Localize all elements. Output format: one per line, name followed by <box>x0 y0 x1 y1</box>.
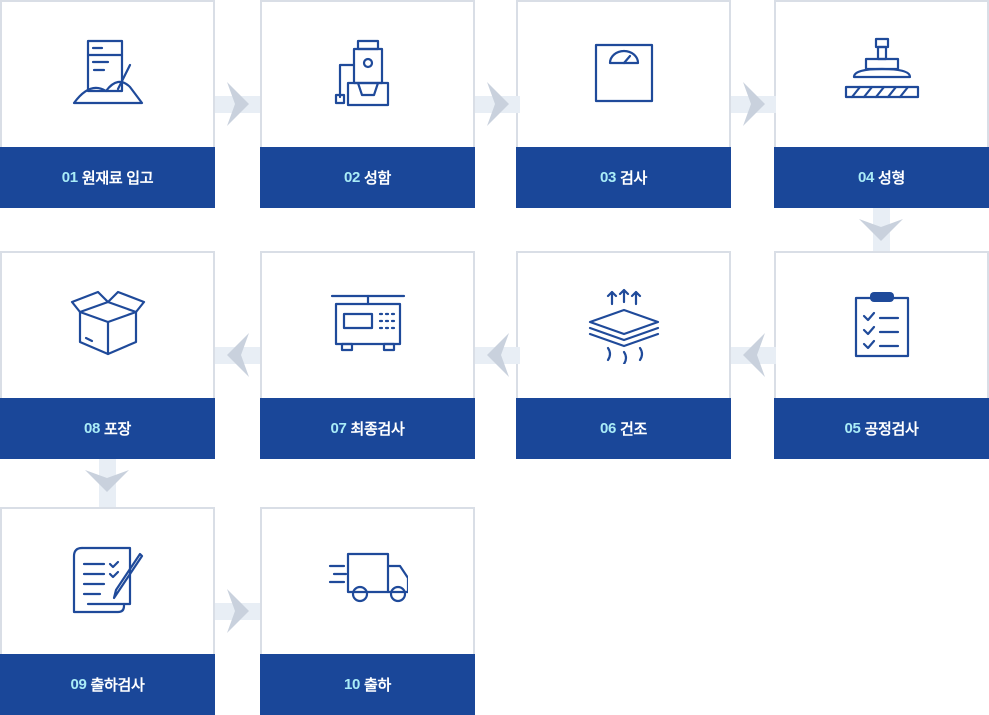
step-number: 09 <box>70 676 87 693</box>
step-title: 성형 <box>878 170 906 187</box>
delivery-truck-icon <box>262 509 473 654</box>
step-number: 05 <box>844 420 861 437</box>
raw-material-icon <box>2 2 213 147</box>
step-number: 07 <box>330 420 347 437</box>
arrow-right-icon <box>227 589 249 633</box>
press-icon <box>776 2 987 147</box>
step-number: 04 <box>857 169 875 186</box>
step-number: 03 <box>599 169 617 186</box>
arrow-right-icon <box>487 82 509 126</box>
step-number: 08 <box>83 420 101 437</box>
document-pen-icon <box>2 509 213 654</box>
weighing-scale-icon <box>262 253 473 398</box>
step-title: 검사 <box>620 170 648 187</box>
step-number: 02 <box>343 169 361 186</box>
mixer-machine-icon <box>262 2 473 147</box>
scale-gauge-icon <box>518 2 729 147</box>
step-title: 출하 <box>364 677 392 694</box>
step-number: 01 <box>61 169 78 186</box>
step-title: 포장 <box>104 421 132 438</box>
arrow-down-icon <box>85 470 129 492</box>
step-title: 건조 <box>620 421 648 438</box>
step-title: 원재료 입고 <box>81 170 154 187</box>
step-title: 공정검사 <box>864 421 919 438</box>
step-title: 최종검사 <box>350 421 405 438</box>
drying-layers-icon <box>518 253 729 398</box>
step-number: 10 <box>343 676 361 693</box>
arrow-left-icon <box>743 333 765 377</box>
arrow-left-icon <box>227 333 249 377</box>
open-box-icon <box>2 253 213 398</box>
arrow-right-icon <box>227 82 249 126</box>
step-title: 성함 <box>364 170 392 187</box>
step-title: 출하검사 <box>90 677 145 694</box>
step-number: 06 <box>599 420 617 437</box>
arrow-left-icon <box>487 333 509 377</box>
clipboard-checklist-icon <box>776 253 987 398</box>
arrow-right-icon <box>743 82 765 126</box>
arrow-down-icon <box>859 219 903 241</box>
